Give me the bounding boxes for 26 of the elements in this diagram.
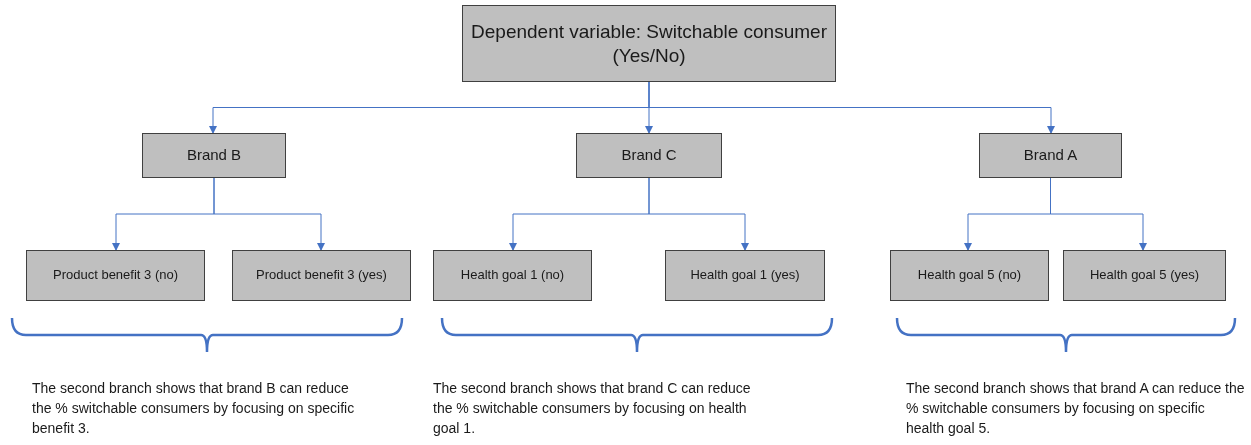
connector-arrow [648, 177, 749, 251]
box-label: Brand B [186, 146, 242, 165]
box-label: Health goal 1 (yes) [690, 267, 800, 284]
note-text: The second branch shows that brand B can reduce the % switchable consumers by focusing on specific benefit 3. [32, 379, 356, 438]
note-text: The second branch shows that brand C can reduce the % switchable consumers by focusing on health goal 1. [433, 379, 752, 438]
box-label: Brand C [621, 146, 677, 165]
process-box [462, 5, 836, 82]
box-label: Health goal 5 (yes) [1089, 267, 1200, 284]
box-label: Health goal 1 (no) [460, 267, 565, 284]
process-box [1063, 250, 1226, 301]
process-box [979, 133, 1122, 178]
connector-arrow [648, 81, 1055, 134]
process-box [665, 250, 825, 301]
box-label: Health goal 5 (no) [917, 267, 1022, 284]
process-box [890, 250, 1049, 301]
box-label: Dependent variable: Switchable consumer (Yes/No) [470, 19, 828, 68]
box-label: Brand A [1023, 146, 1078, 165]
process-box [576, 133, 722, 178]
process-box [142, 133, 286, 178]
process-box [26, 250, 205, 301]
box-label: Product benefit 3 (yes) [256, 267, 387, 284]
process-box [232, 250, 411, 301]
process-box [433, 250, 592, 301]
note-text: The second branch shows that brand A can reduce the % switchable consumers by focusing on specific health goal 5. [906, 379, 1246, 438]
box-label: Product benefit 3 (no) [53, 267, 178, 284]
connector-arrow [213, 177, 325, 251]
